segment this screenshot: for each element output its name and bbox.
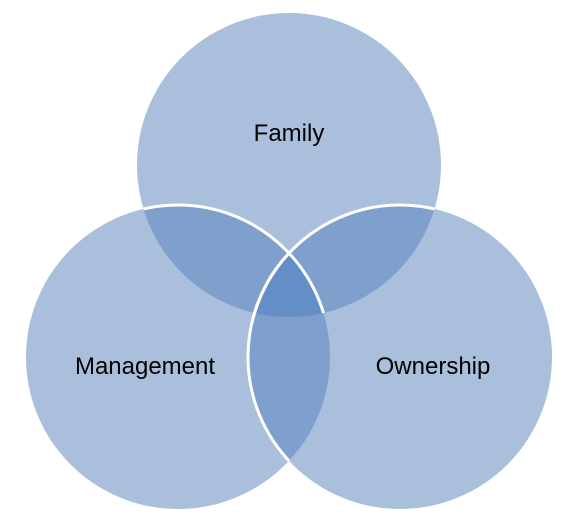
family-label: Family xyxy=(254,120,325,147)
management-outline-arc xyxy=(137,203,332,317)
ownership-label: Ownership xyxy=(376,353,491,380)
ownership-outline-arc-bottom xyxy=(246,205,330,509)
management-label: Management xyxy=(75,353,215,380)
family-ownership-overlap xyxy=(248,205,441,317)
family-management-overlap xyxy=(137,205,330,317)
ownership-outline-arc-top xyxy=(246,203,441,317)
